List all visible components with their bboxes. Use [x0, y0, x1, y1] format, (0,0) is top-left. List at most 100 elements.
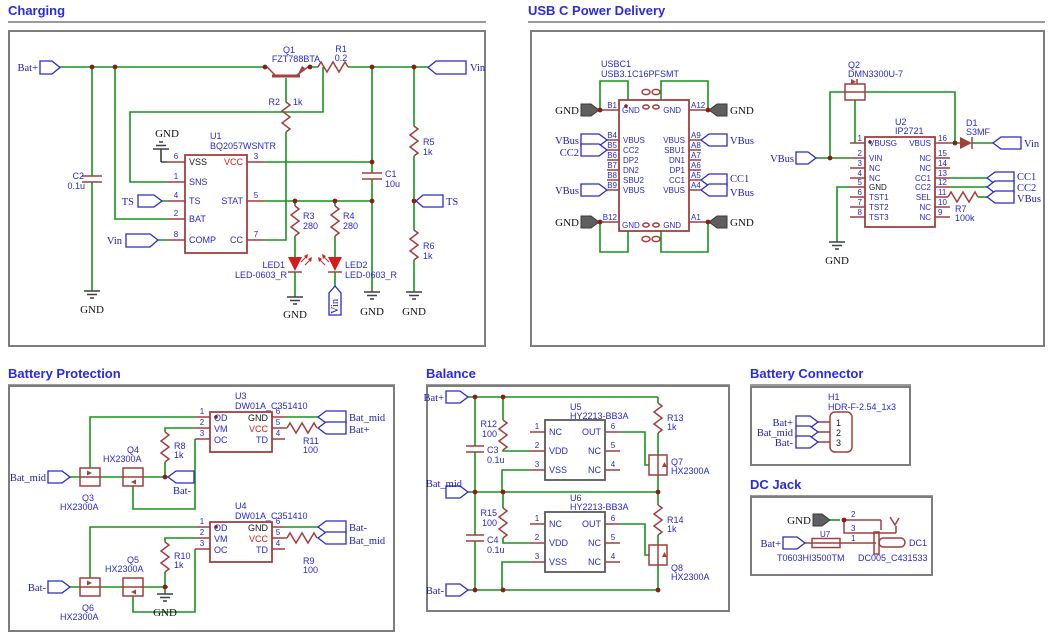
- net-flag-vbus[interactable]: VBus: [555, 183, 609, 197]
- component-c1[interactable]: C1 10u: [362, 169, 400, 189]
- component-r9[interactable]: R9 100: [286, 531, 318, 575]
- net-flag-bat-plus[interactable]: Bat+: [316, 421, 370, 436]
- component-r14[interactable]: R14 1k: [652, 504, 684, 536]
- component-u3[interactable]: U3 DW01A_C351410 1 2 3 OD VM OC 6 5 4 GN…: [195, 391, 308, 453]
- component-dc1-jack[interactable]: DC1 DC005_C431533: [858, 531, 928, 563]
- net-flag-ts-right[interactable]: TS: [415, 194, 458, 208]
- gnd-symbol[interactable]: GND: [283, 296, 307, 321]
- component-r12[interactable]: R12 100: [480, 419, 509, 451]
- wires-charging[interactable]: [60, 66, 428, 297]
- net-flag-bat-minus[interactable]: Bat-: [775, 435, 820, 449]
- component-r8[interactable]: R8 1k: [159, 431, 186, 463]
- gnd-label: GND: [283, 309, 307, 321]
- component-u6[interactable]: U6 HY2213-BB3A 1 2 3 NC VDD VSS 6 5 4 OU…: [530, 493, 629, 573]
- net-flag-bat-plus[interactable]: Bat+: [17, 60, 62, 75]
- gnd-symbol[interactable]: GND: [153, 128, 179, 163]
- component-usbc1[interactable]: USBC1 USB3.1C16PFSMT B1 B4 B5 B6 B7 B8 B…: [600, 59, 708, 243]
- component-h1[interactable]: H1 HDR-F-2.54_1x3 1 2 3: [818, 392, 896, 453]
- component-r5[interactable]: R5 1k: [408, 125, 435, 157]
- component-u5[interactable]: U5 HY2213-BB3A 1 2 3 NC VDD VSS 6 5 4 OU…: [530, 402, 629, 481]
- u2-refdes: U2: [895, 117, 907, 127]
- gnd-symbol[interactable]: GND: [153, 593, 177, 619]
- component-u4[interactable]: U4 DW01A_C351410 1 2 3 OD VM OC 6 5 4 GN…: [195, 501, 308, 563]
- component-q5[interactable]: Q5 HX2300A: [105, 555, 144, 597]
- usbc1-pin-number: A1: [691, 213, 701, 222]
- net-flag-cc2[interactable]: CC2: [560, 143, 609, 159]
- component-c3[interactable]: C3 0.1u: [466, 445, 505, 465]
- net-flag-vin-vertical[interactable]: Vin: [328, 285, 342, 316]
- wires-usb[interactable]: [599, 80, 987, 253]
- q7-refdes: Q7: [671, 457, 683, 467]
- gnd-symbol[interactable]: GND: [80, 290, 104, 316]
- component-r1[interactable]: R1 0.2: [317, 44, 349, 74]
- net-flag-bat-mid[interactable]: Bat_mid: [10, 470, 72, 484]
- component-q2[interactable]: Q2 DMN3300U-7: [844, 60, 903, 101]
- component-u7-fuse[interactable]: U7 T0603HI3500TM: [777, 530, 845, 563]
- usbc1-pin-number: A8: [691, 141, 701, 150]
- component-c4[interactable]: C4 0.1u: [466, 534, 505, 555]
- net-flag-vbus[interactable]: VBus: [770, 151, 818, 165]
- component-q8[interactable]: Q8 HX2300A: [648, 544, 710, 582]
- gnd-symbol[interactable]: GND: [360, 291, 384, 318]
- r5-value: 1k: [423, 147, 433, 157]
- component-r15[interactable]: R15 100: [480, 507, 509, 539]
- r13-value: 1k: [667, 422, 677, 432]
- net-flag-bat-plus[interactable]: Bat+: [760, 536, 807, 550]
- gnd-flag[interactable]: GND: [708, 215, 754, 229]
- component-r11[interactable]: R11 100: [286, 421, 319, 455]
- component-q7[interactable]: Q7 HX2300A: [648, 454, 710, 476]
- net-flag-vbus[interactable]: VBus: [699, 133, 754, 147]
- r1-value: 0.2: [335, 53, 348, 63]
- net-flag-bat-minus[interactable]: Bat-: [28, 580, 72, 594]
- net-flag-bat-mid[interactable]: Bat_mid: [316, 531, 386, 547]
- component-q1[interactable]: Q1 FZT788BTA: [266, 45, 320, 78]
- gnd-flag[interactable]: GND: [708, 103, 754, 117]
- component-r10[interactable]: R10 1k: [159, 541, 191, 573]
- gnd-flag[interactable]: GND: [787, 513, 831, 527]
- net-flag-vin-right[interactable]: Vin: [426, 60, 486, 75]
- component-q3[interactable]: Q3 HX2300A: [60, 467, 101, 512]
- net-flag-bat-minus[interactable]: Bat-: [426, 583, 470, 597]
- component-r2[interactable]: R2 1k: [268, 97, 303, 133]
- net-flag-bat-minus[interactable]: Bat-: [166, 470, 195, 497]
- u5-pin-number: 6: [611, 422, 616, 431]
- component-r13[interactable]: R13 1k: [652, 402, 684, 434]
- gnd-flag[interactable]: GND: [555, 215, 600, 229]
- net-label: Bat_mid: [349, 536, 386, 547]
- component-r4[interactable]: R4 280: [329, 205, 358, 237]
- net-flag-bat-mid[interactable]: Bat_mid: [316, 410, 386, 424]
- net-label: TS: [446, 197, 458, 208]
- component-q4[interactable]: Q4 HX2300A: [103, 445, 144, 487]
- u2-pin-name: NC: [919, 213, 931, 222]
- component-led2[interactable]: LED2 LED-0603_R: [318, 254, 398, 280]
- net-flag-bat-mid[interactable]: Bat_mid: [426, 479, 470, 499]
- wires-dcjack[interactable]: [805, 516, 900, 544]
- gnd-symbol[interactable]: GND: [402, 291, 426, 318]
- net-flag-ts-left[interactable]: TS: [122, 194, 164, 208]
- net-label: Bat+: [17, 63, 38, 74]
- gnd-symbol[interactable]: GND: [825, 241, 849, 267]
- gnd-flag[interactable]: GND: [555, 103, 600, 117]
- wires-protection[interactable]: [70, 416, 318, 613]
- component-c2[interactable]: C2 0.1u: [67, 171, 102, 191]
- component-r6[interactable]: R6 1k: [408, 229, 435, 261]
- component-q6[interactable]: Q6 HX2300A: [60, 577, 101, 622]
- net-flag-bat-plus[interactable]: Bat+: [423, 390, 470, 404]
- component-led1[interactable]: LED1 LED-0603_R: [235, 254, 312, 280]
- net-flag-bat-minus[interactable]: Bat-: [316, 520, 368, 534]
- component-r7[interactable]: R7 100k: [947, 190, 987, 223]
- net-flag-vbus[interactable]: VBus: [699, 183, 754, 199]
- u6-pin-name: NC: [549, 519, 562, 529]
- component-u1[interactable]: U1 BQ2057WSNTR 6 1 4 2 8 VSS SNS TS BAT …: [167, 131, 277, 254]
- r7-value: 100k: [955, 213, 975, 223]
- net-flag-vin-comp[interactable]: Vin: [107, 233, 160, 248]
- d1-value: S3MF: [966, 127, 991, 137]
- net-label: CC1: [1017, 172, 1036, 183]
- component-u2[interactable]: U2 IP2721 1 2 3 4 5 6 7 8 VBUSG VIN NC N…: [850, 117, 950, 228]
- wires-balance[interactable]: [468, 396, 659, 591]
- net-flag-vbus[interactable]: VBus: [985, 190, 1041, 205]
- r15-value: 100: [482, 518, 497, 528]
- component-r3[interactable]: R3 280: [289, 205, 318, 237]
- net-flag-vin[interactable]: Vin: [991, 136, 1040, 150]
